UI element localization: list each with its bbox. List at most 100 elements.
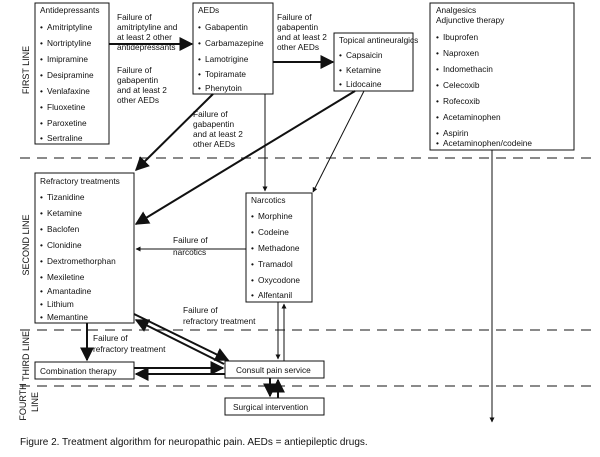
narcotics-list: • Morphine • Codeine • Methadone • Trama… — [251, 211, 300, 300]
antidepressants-title: Antidepressants — [40, 5, 100, 15]
label-line: antidepressants — [117, 42, 176, 52]
list-item: Rofecoxib — [443, 96, 480, 106]
label-failure-refractory-left: Failure of refractory treatment — [93, 333, 166, 354]
arrow-aeds-to-refractory — [135, 93, 214, 171]
figure-caption: Figure 2. Treatment algorithm for neurop… — [20, 437, 368, 448]
line-dividers — [20, 157, 595, 387]
list-bullet: • — [436, 48, 439, 58]
list-bullet: • — [251, 259, 254, 269]
list-bullet: • — [198, 38, 201, 48]
list-bullet: • — [436, 80, 439, 90]
refractory-box — [34, 172, 135, 324]
list-bullet: • — [40, 224, 43, 234]
list-item: Fluoxetine — [47, 102, 86, 112]
list-bullet: • — [40, 70, 43, 80]
list-item: Imipramine — [47, 54, 88, 64]
second-line-label: SECOND LINE — [21, 214, 31, 275]
antidepressants-box — [34, 2, 110, 145]
label-line: gabapentin — [277, 22, 318, 32]
fourth-line-label-1: FOURTH — [18, 383, 28, 420]
label-line: and at least 2 — [117, 85, 167, 95]
label-line: narcotics — [173, 247, 206, 257]
list-bullet: • — [40, 22, 43, 32]
surgical-label: Surgical intervention — [233, 402, 309, 412]
aeds-box — [192, 2, 274, 95]
third-line-label: THIRD LINE — [21, 331, 31, 381]
label-line: Failure of — [277, 12, 312, 22]
list-bullet: • — [436, 64, 439, 74]
list-bullet: • — [251, 290, 254, 300]
list-item: Sertraline — [47, 133, 83, 143]
arrow-topical-to-narcotics — [312, 90, 365, 193]
list-bullet: • — [40, 192, 43, 202]
list-bullet: • — [436, 96, 439, 106]
list-item: Amantadine — [47, 286, 92, 296]
list-item: Amitriptyline — [47, 22, 93, 32]
label-line: gabapentin — [193, 119, 234, 129]
label-failure-gabapentin-top: Failure of gabapentin and at least 2 oth… — [277, 12, 327, 52]
list-bullet: • — [198, 83, 201, 93]
list-bullet: • — [436, 128, 439, 138]
list-bullet: • — [436, 32, 439, 42]
analgesics-box — [429, 2, 575, 151]
list-bullet: • — [40, 118, 43, 128]
aeds-list: • Gabapentin • Carbamazepine • Lamotrigi… — [198, 22, 264, 93]
list-item: Phenytoin — [205, 83, 242, 93]
arrow-topical-to-refractory — [134, 90, 356, 225]
label-line: at least 2 other — [117, 32, 172, 42]
list-item: Nortriptyline — [47, 38, 92, 48]
list-item: Paroxetine — [47, 118, 87, 128]
label-line: gabapentin — [117, 75, 158, 85]
list-item: Memantine — [47, 312, 88, 322]
label-failure-refractory-right: Failure of refractory treatment — [183, 305, 256, 326]
list-item: Lamotrigine — [205, 54, 249, 64]
topical-list: • Capsaicin • Ketamine • Lidocaine — [339, 50, 383, 89]
arrow-consult-to-refractory — [134, 319, 225, 365]
combination-box — [34, 361, 135, 380]
list-item: Dextromethorphan — [47, 256, 116, 266]
list-bullet: • — [40, 208, 43, 218]
list-bullet: • — [40, 133, 43, 143]
list-bullet: • — [251, 227, 254, 237]
analgesics-title: Analgesics — [436, 5, 476, 15]
topical-title: Topical antineuralgics — [339, 35, 418, 45]
label-line: refractory treatment — [93, 344, 166, 354]
list-bullet: • — [339, 79, 342, 89]
list-bullet: • — [436, 112, 439, 122]
label-line: other AEDs — [193, 139, 235, 149]
list-item: Topiramate — [205, 69, 246, 79]
list-item: Methadone — [258, 243, 300, 253]
label-line: Failure of — [173, 235, 208, 245]
list-item: Lidocaine — [346, 79, 382, 89]
list-item: Alfentanil — [258, 290, 292, 300]
list-bullet: • — [40, 102, 43, 112]
list-item: Capsaicin — [346, 50, 383, 60]
combination-label: Combination therapy — [40, 366, 117, 376]
list-item: Tizanidine — [47, 192, 85, 202]
label-line: refractory treatment — [183, 316, 256, 326]
list-bullet: • — [198, 69, 201, 79]
list-item: Carbamazepine — [205, 38, 264, 48]
list-item: Gabapentin — [205, 22, 248, 32]
narcotics-title: Narcotics — [251, 195, 286, 205]
first-line-label: FIRST LINE — [21, 46, 31, 94]
list-bullet: • — [40, 54, 43, 64]
list-item: Mexiletine — [47, 272, 85, 282]
list-bullet: • — [251, 211, 254, 221]
analgesics-list: • Ibuprofen • Naproxen • Indomethacin • … — [436, 32, 532, 148]
list-bullet: • — [40, 286, 43, 296]
list-item: Naproxen — [443, 48, 479, 58]
list-item: Lithium — [47, 299, 74, 309]
consult-box — [224, 360, 325, 379]
list-item: Ketamine — [346, 65, 381, 75]
refractory-list: • Tizanidine • Ketamine • Baclofen • Clo… — [40, 192, 116, 322]
list-bullet: • — [40, 38, 43, 48]
surgical-box — [224, 397, 325, 416]
narcotics-box — [245, 192, 313, 303]
fourth-line-label-2: LINE — [30, 392, 40, 412]
list-item: Baclofen — [47, 224, 80, 234]
list-item: Morphine — [258, 211, 293, 221]
list-bullet: • — [339, 65, 342, 75]
list-item: Codeine — [258, 227, 289, 237]
